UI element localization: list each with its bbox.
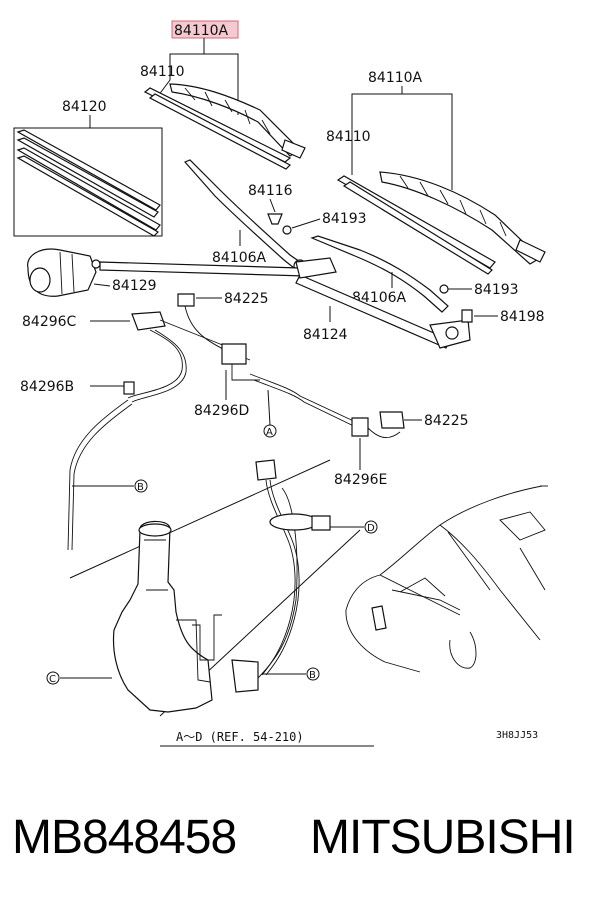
label-84110A-right: 84110A (368, 70, 423, 86)
callout-d-letter: D (367, 523, 375, 534)
wiper-arm-right (310, 235, 449, 313)
wiper-refill-strips (16, 129, 161, 237)
washer-hoses (67, 305, 405, 551)
parts-diagram: 84110A 84110 84120 84110A 84110 84116 (13, 20, 548, 747)
label-84106A-left: 84106A (212, 250, 267, 266)
nozzle-84225-upper (177, 293, 195, 307)
callout-b-upper-letter: B (137, 482, 144, 493)
part-number: MB848458 (12, 811, 237, 864)
label-84296D: 84296D (194, 403, 249, 419)
part-84116-cap (267, 213, 283, 225)
callout-d (364, 520, 378, 534)
label-84120: 84120 (62, 99, 107, 115)
wiper-linkage (99, 257, 471, 349)
label-84110-left: 84110 (140, 64, 185, 80)
callout-b-lower-letter: B (309, 670, 316, 681)
label-84116: 84116 (248, 183, 293, 199)
label-84124: 84124 (303, 327, 348, 343)
callout-c (46, 671, 60, 685)
label-84106A-right: 84106A (352, 290, 407, 306)
label-84129: 84129 (112, 278, 157, 294)
label-84193-upper: 84193 (322, 211, 367, 227)
clip-84296B (123, 381, 135, 395)
label-84296B: 84296B (20, 379, 74, 395)
footer: MB848458 MITSUBISHI (0, 800, 600, 880)
callout-c-letter: C (49, 674, 56, 685)
diagram-code: 3H8JJ53 (496, 730, 538, 741)
label-84193-lower: 84193 (474, 282, 519, 298)
refill-box (13, 127, 163, 237)
highlight-box (171, 20, 239, 39)
label-84296E: 84296E (334, 472, 387, 488)
brand-name: MITSUBISHI (310, 811, 576, 864)
wiper-motor (27, 248, 101, 297)
car-outline (345, 485, 548, 673)
label-84296C: 84296C (22, 314, 77, 330)
wiper-blade-left (143, 83, 306, 170)
callout-b-lower (306, 667, 320, 681)
reference-note: A～D (REF. 54-210) (176, 730, 304, 744)
nut-84193-lower (439, 284, 449, 294)
callout-b-upper (134, 479, 148, 493)
label-84198: 84198 (500, 309, 545, 325)
bolt-84198 (461, 309, 473, 323)
washer-pump-connector (231, 459, 331, 693)
label-84225-lower: 84225 (424, 413, 469, 429)
label-84225-upper: 84225 (224, 291, 269, 307)
wiper-blade-right (336, 171, 546, 275)
callout-a-letter: A (266, 427, 273, 438)
nut-84193-upper (282, 225, 292, 235)
label-84110-right: 84110 (326, 129, 371, 145)
washer-tank (112, 520, 222, 713)
label-84110A-highlight: 84110A (174, 23, 229, 39)
